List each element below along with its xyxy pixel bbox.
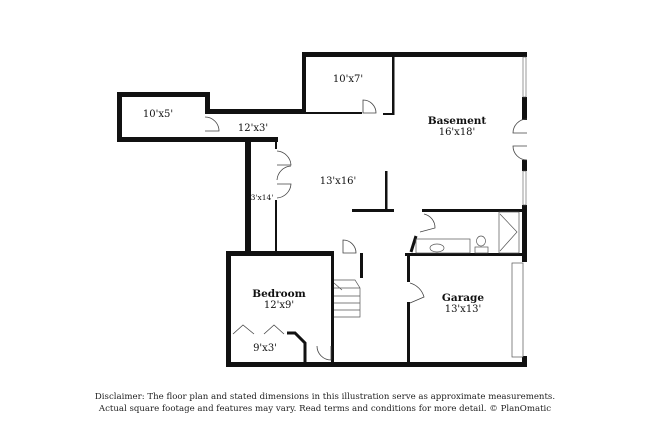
garage-door: [511, 262, 524, 358]
basement-dims: 16'x18': [439, 127, 476, 138]
storage-top-dims: 10'x7': [333, 74, 363, 85]
basement-name: Basement: [428, 115, 487, 127]
room-labels: 10'x5' 10'x7' 12'x3' Basement 16'x18' 3'…: [143, 74, 487, 354]
window: [522, 170, 527, 206]
shower-icon: [498, 211, 520, 254]
bedroom-dims: 12'x9': [264, 300, 294, 311]
vanity: [415, 238, 471, 254]
door-bedroom: [316, 345, 332, 361]
bedroom-name: Bedroom: [252, 288, 306, 300]
door-garage: [409, 282, 425, 304]
door-patio: [512, 118, 528, 161]
window: [522, 56, 527, 98]
disclaimer-line-2: Actual square footage and features may v…: [98, 404, 552, 414]
garage-name: Garage: [442, 292, 484, 304]
door-stairs: [342, 239, 357, 254]
toilet-icon: [476, 235, 486, 247]
sink-icon: [429, 243, 445, 253]
bedroom-closet-dims: 9'x3': [253, 343, 277, 354]
hallway-dims: 12'x3': [238, 123, 268, 134]
stairs: [333, 279, 361, 318]
storage-left-dims: 10'x5': [143, 109, 173, 120]
garage-dims: 13'x13': [445, 304, 482, 315]
walls: [117, 52, 527, 367]
doors: [204, 99, 528, 361]
center-dims: 13'x16': [320, 176, 357, 187]
door-storage-top: [362, 99, 377, 114]
closet-left-dims: 3'x14': [251, 193, 274, 202]
closet-bifold-doors: [232, 324, 285, 335]
disclaimer-line-1: Disclaimer: The floor plan and stated di…: [94, 392, 556, 402]
door-storage-left: [204, 116, 220, 132]
door-closet-left: [276, 150, 292, 199]
windows: [522, 56, 527, 206]
bathroom-fixtures: [415, 211, 520, 254]
door-bath: [419, 213, 436, 233]
